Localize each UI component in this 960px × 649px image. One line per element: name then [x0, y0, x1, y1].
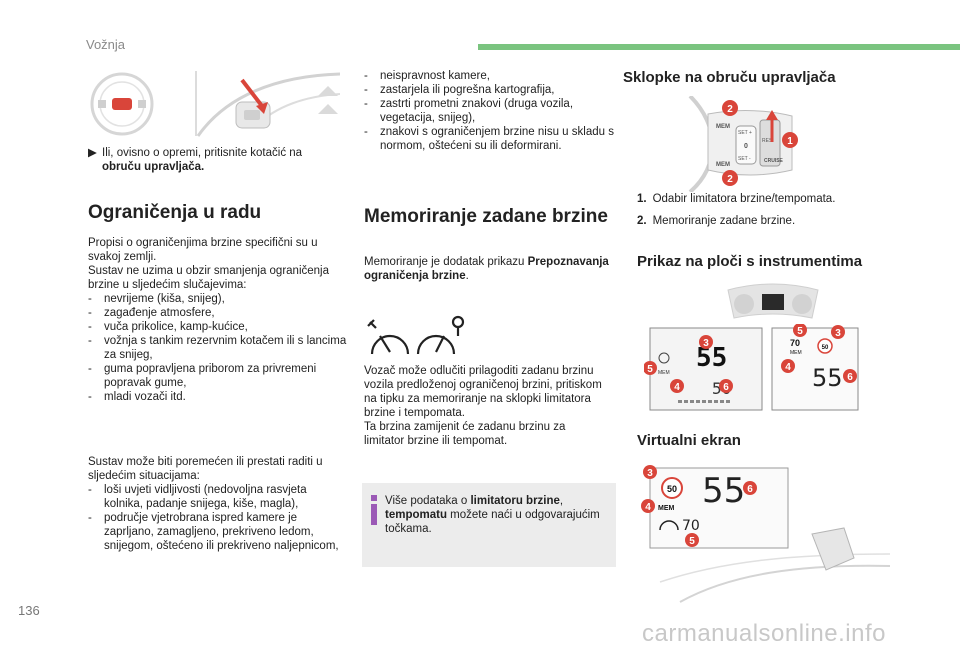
- speed-limiter-icon: [367, 319, 410, 355]
- instrument-cluster-thumbnail: [727, 283, 819, 319]
- steering-wheel-illustration: [90, 71, 340, 137]
- svg-text:6: 6: [723, 382, 729, 393]
- hud-limiter-icon: [659, 520, 679, 531]
- svg-text:1: 1: [787, 136, 793, 147]
- cluster-right-memo: 70: [790, 338, 800, 348]
- hud-speed: 55: [702, 471, 745, 511]
- svg-text:3: 3: [647, 468, 653, 479]
- page-number: 136: [18, 603, 40, 618]
- cluster-right-mem: MEM: [790, 350, 802, 356]
- cluster-display-left: 55 50 MEM 3 5 4 6: [644, 327, 763, 411]
- callout-6-right: 6: [843, 369, 857, 383]
- heading-steering-switches: Sklopke na obruču upravljača: [623, 69, 836, 86]
- info-icon: [371, 495, 377, 525]
- svg-text:6: 6: [847, 372, 853, 383]
- callout-2-bottom: 2: [722, 170, 738, 186]
- svg-text:4: 4: [785, 362, 791, 373]
- callout-5-left: 5: [644, 361, 657, 375]
- svg-text:2: 2: [727, 174, 733, 185]
- svg-text:3: 3: [835, 328, 841, 339]
- limiter-cruise-icons: [367, 315, 465, 355]
- cluster-right-speed: 55: [812, 364, 843, 392]
- cluster-right-limit: 50: [822, 345, 829, 351]
- switch-zero-label: 0: [744, 143, 748, 150]
- svg-text:5: 5: [647, 364, 653, 375]
- list-item: 1.Odabir limitatora brzine/tempomata.: [637, 193, 836, 205]
- callout-3-right: 3: [831, 325, 845, 339]
- callout-2-top: 2: [722, 100, 738, 116]
- malfunction-list: loši uvjeti vidljivosti (nedovoljna rasv…: [88, 483, 348, 553]
- callout-4-hud: 4: [641, 499, 655, 513]
- cluster-display-right: 70 MEM 50 55 5 3 4 6: [771, 324, 859, 411]
- camera-issues-list: neispravnost kamere, zastarjela ili pogr…: [364, 69, 618, 153]
- list-item: 2.Memoriranje zadane brzine.: [637, 215, 796, 227]
- list-item: zagađenje atmosfere,: [88, 306, 348, 320]
- list-item: zastarjela ili pogrešna kartografija,: [364, 83, 618, 97]
- svg-text:5: 5: [689, 536, 695, 547]
- list-item: loši uvjeti vidljivosti (nedovoljna rasv…: [88, 483, 348, 511]
- heading-operating-limits: Ograničenja u radu: [88, 202, 262, 223]
- list-item: vožnja s tankim rezervnim kotačem ili s …: [88, 334, 348, 362]
- switch-cruise-label: CRUISE: [764, 158, 784, 164]
- svg-text:3: 3: [703, 338, 709, 349]
- list-item: nevrijeme (kiša, snijeg),: [88, 292, 348, 306]
- camera-issues-text: neispravnost kamere, zastarjela ili pogr…: [364, 69, 618, 153]
- head-up-display-illustration: 50 55 MEM 70 3 6 4 5: [641, 465, 890, 603]
- watermark: carmanualsonline.info: [642, 620, 886, 647]
- step-arrow-icon: ▶: [88, 147, 97, 159]
- list-item: guma popravljena priborom za privremeni …: [88, 362, 348, 390]
- step-instruction: ▶Ili, ovisno o opremi, pritisnite kotači…: [88, 147, 303, 173]
- hud-glass-icon: [811, 527, 855, 571]
- list-item: neispravnost kamere,: [364, 69, 618, 83]
- cluster-left-speed: 55: [696, 343, 727, 373]
- memorising-intro: Memoriranje je dodatak prikazu Prepoznav…: [364, 256, 609, 282]
- cluster-left-mem: MEM: [658, 370, 670, 376]
- callout-6-hud: 6: [743, 481, 757, 495]
- limits-list: nevrijeme (kiša, snijeg), zagađenje atmo…: [88, 292, 348, 404]
- switch-mem-label-2: MEM: [716, 162, 730, 168]
- callout-3-hud: 3: [643, 465, 657, 479]
- switch-mem-label: MEM: [716, 124, 730, 130]
- callout-1: 1: [782, 132, 798, 148]
- switch-set-plus-label: SET +: [738, 130, 752, 136]
- heading-memorising-speed: Memoriranje zadane brzine: [364, 206, 608, 227]
- list-item: mladi vozači itd.: [88, 390, 348, 404]
- hud-limit: 50: [667, 484, 677, 494]
- hud-memo: 70: [682, 518, 700, 534]
- hud-mem: MEM: [658, 505, 675, 512]
- list-item: vuča prikolice, kamp-kućice,: [88, 320, 348, 334]
- svg-text:4: 4: [645, 502, 651, 513]
- memorising-description: Vozač može odlučiti prilagoditi zadanu b…: [364, 365, 602, 447]
- info-note-box: Više podataka o limitatoru brzine, tempo…: [362, 483, 616, 567]
- list-item: zastrti prometni znakovi (druga vozila, …: [364, 97, 618, 125]
- cluster-left-ticks: [678, 400, 730, 403]
- callout-4-right: 4: [781, 359, 795, 373]
- switch-set-minus-label: SET -: [738, 156, 751, 162]
- svg-text:5: 5: [797, 326, 803, 337]
- steering-wheel-small-icon: [90, 72, 154, 136]
- switch-res-label: RES: [762, 138, 773, 144]
- list-item: znakovi s ograničenjem brzine nisu u skl…: [364, 125, 618, 153]
- section-accent-bar: [478, 44, 960, 50]
- cruise-control-icon: [416, 315, 465, 355]
- heading-virtual-screen: Virtualni ekran: [637, 432, 741, 449]
- malfunction-text: Sustav može biti poremećen ili prestati …: [88, 455, 348, 553]
- switch-legend: 1.Odabir limitatora brzine/tempomata. 2.…: [637, 192, 917, 236]
- steering-switch-illustration: MEM SET + 0 SET - RES CRUISE MEM 2 1 2: [688, 96, 798, 192]
- info-note-text: Više podataka o limitatoru brzine, tempo…: [385, 495, 600, 535]
- svg-text:6: 6: [747, 484, 753, 495]
- callout-5-hud: 5: [685, 533, 699, 547]
- heading-instrument-panel: Prikaz na ploči s instrumentima: [637, 253, 863, 270]
- svg-text:4: 4: [674, 382, 680, 393]
- callout-5-right: 5: [793, 324, 807, 337]
- list-item: područje vjetrobrana ispred kamere je za…: [88, 511, 348, 553]
- callout-3-left: 3: [699, 335, 713, 349]
- svg-text:2: 2: [727, 104, 733, 115]
- operating-limits-text: Propisi o ograničenjima brzine specifičn…: [88, 236, 348, 404]
- steering-wheel-detail-icon: [195, 71, 340, 137]
- section-title: Vožnja: [86, 37, 126, 52]
- callout-6-left: 6: [719, 379, 733, 393]
- callout-4-left: 4: [670, 379, 684, 393]
